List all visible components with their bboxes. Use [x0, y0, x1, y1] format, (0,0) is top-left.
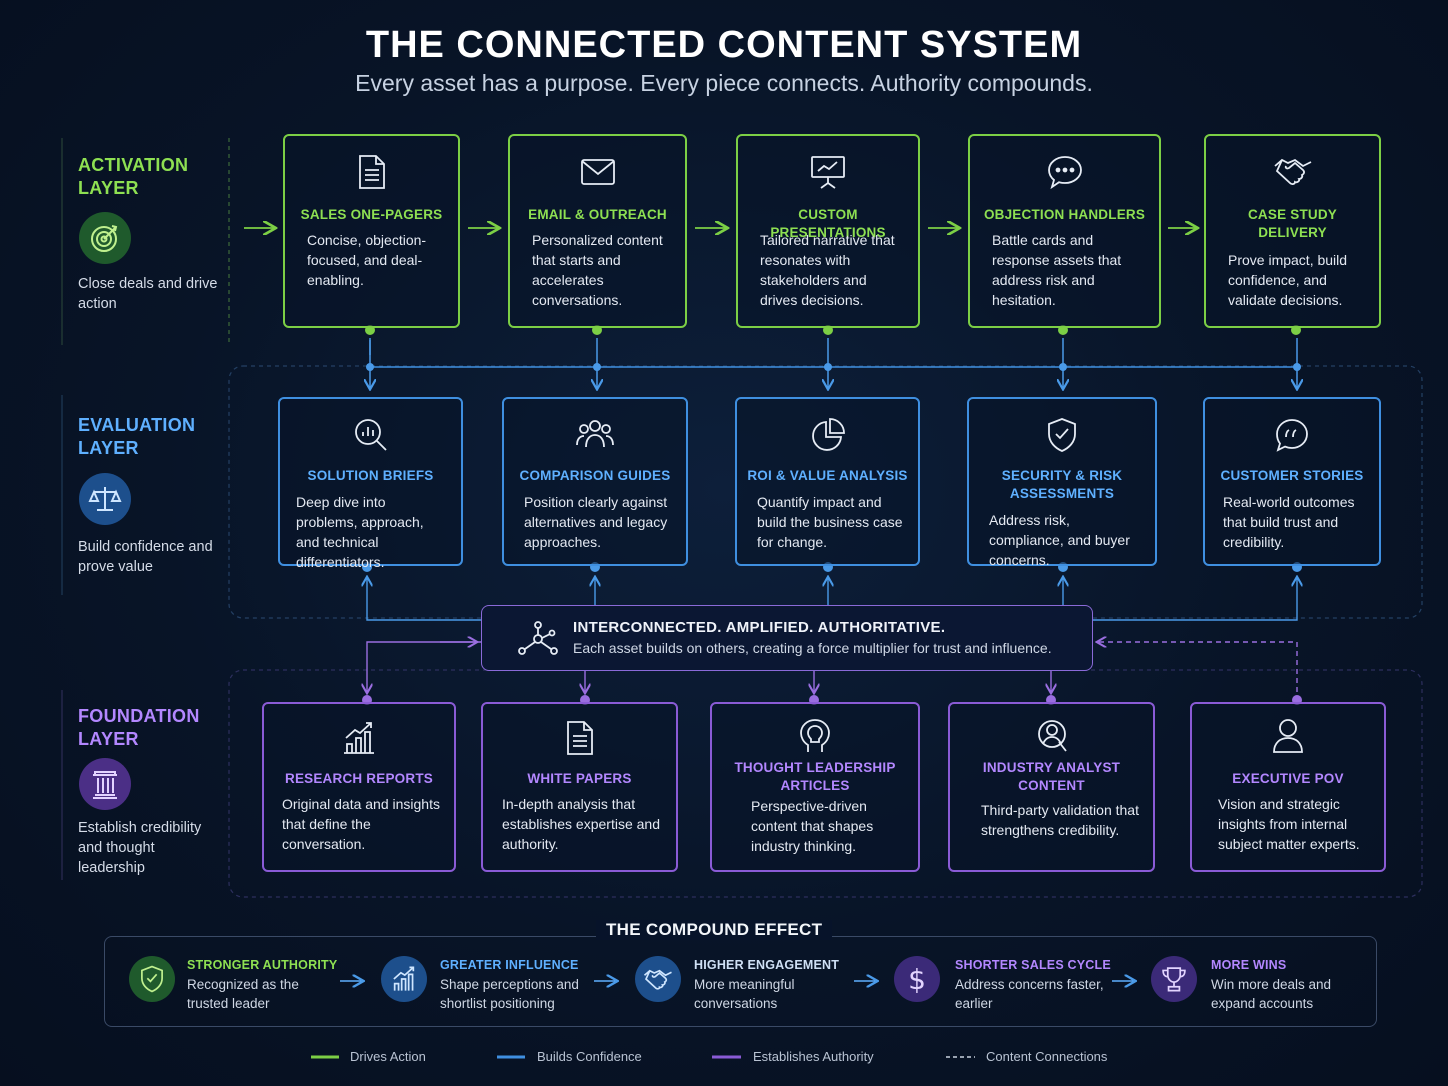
effect-desc: Shape perceptions and shortlist position…	[440, 977, 579, 1011]
effect-title: SHORTER SALES CYCLE	[955, 958, 1111, 972]
page-subtitle: Every asset has a purpose. Every piece c…	[355, 70, 1093, 96]
card-title: ROI & VALUE ANALYSIS	[747, 468, 908, 483]
handshake-icon	[635, 956, 681, 1002]
card-desc: Battle cards and response assets that ad…	[992, 232, 1122, 308]
effect-desc: Recognized as the trusted leader	[187, 977, 299, 1011]
card-email-outreach[interactable]: EMAIL & OUTREACH Personalized content th…	[508, 134, 687, 328]
effect-desc: Address concerns faster, earlier	[955, 977, 1104, 1011]
card-title: EMAIL & OUTREACH	[528, 207, 667, 222]
legend-drives-action: Drives Action	[350, 1049, 426, 1064]
card-title: OBJECTION HANDLERS	[983, 207, 1146, 222]
card-title: SECURITY & RISK ASSESSMENTS	[1001, 468, 1123, 501]
document-icon	[285, 154, 458, 190]
chat-bubble-icon	[970, 154, 1159, 190]
card-custom-presentations[interactable]: CUSTOM PRESENTATIONS Tailored narrative …	[736, 134, 920, 328]
card-desc: In-depth analysis that establishes exper…	[502, 796, 660, 852]
analyst-icon	[950, 718, 1153, 754]
hub-desc: Each asset builds on others, creating a …	[573, 640, 1052, 656]
growth-chart-icon	[381, 956, 427, 1002]
card-roi-value-analysis[interactable]: ROI & VALUE ANALYSIS Quantify impact and…	[735, 397, 920, 566]
card-desc: Deep dive into problems, approach, and t…	[296, 494, 424, 570]
people-group-icon	[504, 417, 686, 451]
effect-title: STRONGER AUTHORITY	[187, 958, 338, 972]
evaluation-layer-desc: Build confidence and prove value	[78, 539, 213, 575]
hub-banner	[481, 605, 1093, 671]
card-desc: Tailored narrative that resonates with s…	[760, 232, 895, 308]
person-icon	[1192, 718, 1384, 754]
card-desc: Perspective-driven content that shapes i…	[751, 798, 874, 854]
card-title: SALES ONE-PAGERS	[300, 207, 443, 222]
foundation-layer-title: FOUNDATION LAYER	[78, 706, 200, 749]
card-case-study-delivery[interactable]: CASE STUDY DELIVERY Prove impact, build …	[1204, 134, 1381, 328]
card-title: EXECUTIVE POV	[1232, 771, 1344, 786]
effect-desc: Win more deals and expand accounts	[1211, 977, 1332, 1011]
card-customer-stories[interactable]: CUSTOMER STORIES Real-world outcomes tha…	[1203, 397, 1381, 566]
card-title: INDUSTRY ANALYST CONTENT	[982, 760, 1121, 793]
activation-layer-title: ACTIVATION LAYER	[78, 155, 189, 198]
card-title: CUSTOM PRESENTATIONS	[770, 207, 886, 240]
card-executive-pov[interactable]: EXECUTIVE POV Vision and strategic insig…	[1190, 702, 1386, 872]
shield-check-icon	[129, 956, 175, 1002]
compound-effect-title: THE COMPOUND EFFECT	[596, 920, 833, 940]
card-white-papers[interactable]: WHITE PAPERS In-depth analysis that esta…	[481, 702, 678, 872]
card-title: CUSTOMER STORIES	[1220, 468, 1364, 483]
card-desc: Real-world outcomes that build trust and…	[1223, 494, 1355, 550]
magnifier-chart-icon	[280, 417, 461, 453]
card-desc: Address risk, compliance, and buyer conc…	[989, 512, 1130, 568]
scales-icon	[79, 473, 131, 525]
card-title: THOUGHT LEADERSHIP ARTICLES	[734, 760, 896, 793]
document-icon	[483, 720, 676, 756]
card-solution-briefs[interactable]: SOLUTION BRIEFS Deep dive into problems,…	[278, 397, 463, 570]
legend-establishes-authority: Establishes Authority	[753, 1049, 874, 1064]
trophy-icon	[1151, 956, 1197, 1002]
legend-builds-confidence: Builds Confidence	[537, 1049, 642, 1064]
foundation-layer-desc: Establish credibility and thought leader…	[78, 820, 202, 876]
dollar-icon: $	[894, 956, 940, 1002]
card-research-reports[interactable]: RESEARCH REPORTS Original data and insig…	[262, 702, 456, 872]
card-desc: Prove impact, build confidence, and vali…	[1228, 252, 1348, 308]
card-objection-handlers[interactable]: OBJECTION HANDLERS Battle cards and resp…	[968, 134, 1161, 328]
card-title: WHITE PAPERS	[527, 771, 632, 786]
bar-chart-icon	[264, 720, 454, 756]
card-industry-analyst-content[interactable]: INDUSTRY ANALYST CONTENT Third-party val…	[948, 702, 1155, 872]
activation-layer-desc: Close deals and drive action	[78, 276, 218, 312]
card-title: CASE STUDY DELIVERY	[1247, 207, 1337, 240]
card-desc: Vision and strategic insights from inter…	[1218, 796, 1360, 852]
handshake-icon	[1206, 154, 1379, 188]
effect-title: GREATER INFLUENCE	[440, 958, 579, 972]
quote-bubble-icon	[1205, 417, 1379, 453]
card-security-risk-assessments[interactable]: SECURITY & RISK ASSESSMENTS Address risk…	[967, 397, 1157, 568]
legend-content-connections: Content Connections	[986, 1049, 1108, 1064]
card-sales-one-pagers[interactable]: SALES ONE-PAGERS Concise, objection-focu…	[283, 134, 460, 328]
card-comparison-guides[interactable]: COMPARISON GUIDES Position clearly again…	[502, 397, 688, 566]
effect-title: HIGHER ENGAGEMENT	[694, 958, 840, 972]
hub-title: INTERCONNECTED. AMPLIFIED. AUTHORITATIVE…	[573, 619, 946, 636]
card-desc: Quantify impact and build the business c…	[757, 494, 903, 550]
card-desc: Third-party validation that strengthens …	[981, 802, 1139, 838]
card-desc: Personalized content that starts and acc…	[532, 232, 663, 308]
effect-desc: More meaningful conversations	[694, 977, 795, 1011]
pillar-icon	[79, 758, 131, 810]
card-desc: Position clearly against alternatives an…	[524, 494, 668, 550]
card-desc: Concise, objection-focused, and deal-ena…	[307, 232, 427, 288]
card-title: COMPARISON GUIDES	[519, 468, 671, 483]
pie-chart-icon	[737, 417, 918, 453]
head-lightbulb-icon	[712, 718, 918, 754]
card-title: SOLUTION BRIEFS	[307, 468, 434, 483]
card-title: RESEARCH REPORTS	[285, 771, 433, 786]
card-thought-leadership-articles[interactable]: THOUGHT LEADERSHIP ARTICLES Perspective-…	[710, 702, 920, 872]
card-desc: Original data and insights that define t…	[282, 796, 440, 852]
effect-title: MORE WINS	[1211, 958, 1287, 972]
network-icon	[517, 621, 559, 662]
evaluation-layer-title: EVALUATION LAYER	[78, 415, 196, 458]
shield-check-icon	[969, 417, 1155, 453]
page-title: THE CONNECTED CONTENT SYSTEM	[365, 24, 1083, 66]
presentation-icon	[738, 154, 918, 190]
target-icon	[79, 212, 131, 264]
envelope-icon	[510, 158, 685, 186]
